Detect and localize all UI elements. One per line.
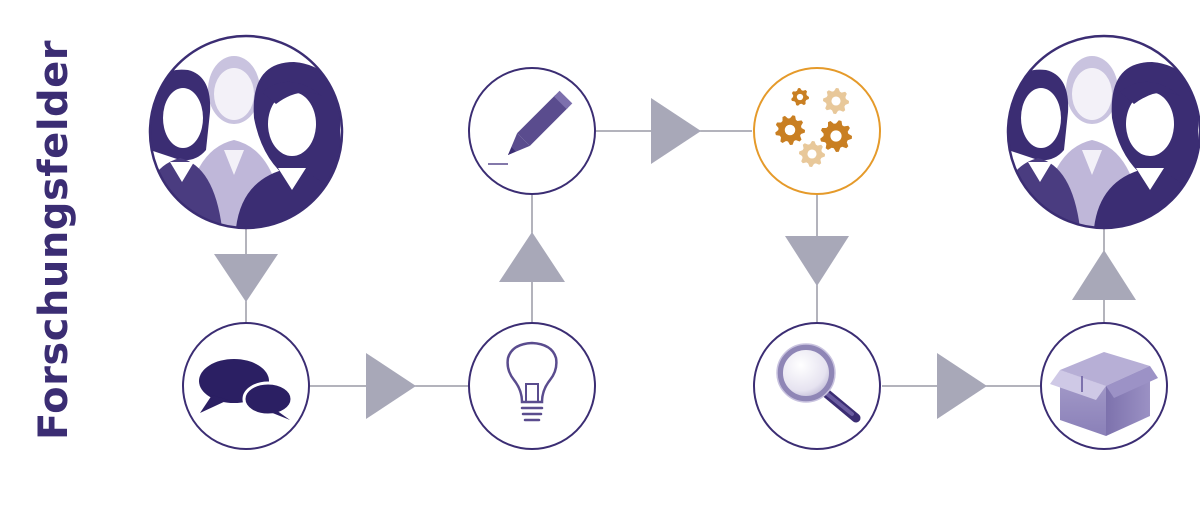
gears-icon xyxy=(775,88,852,167)
node-process xyxy=(753,67,881,195)
arrow-down-2 xyxy=(785,236,849,286)
node-analysis xyxy=(753,322,881,450)
flow-arrows xyxy=(214,98,1136,419)
node-idea xyxy=(468,322,596,450)
pencil-icon xyxy=(488,90,573,165)
arrow-right-1 xyxy=(366,353,416,419)
node-people-end xyxy=(1006,34,1200,230)
people-group-icon xyxy=(150,36,342,228)
node-discussion xyxy=(182,322,310,450)
connector-lines xyxy=(245,130,1105,387)
arrow-down-1 xyxy=(214,254,278,302)
magnifier-icon xyxy=(776,343,861,423)
arrow-up-1 xyxy=(499,232,565,282)
speech-bubbles-icon xyxy=(199,359,294,420)
arrow-right-2 xyxy=(651,98,701,164)
arrow-up-2 xyxy=(1072,250,1136,300)
node-product xyxy=(1040,322,1168,450)
node-people-start xyxy=(148,34,344,230)
box-icon xyxy=(1050,352,1158,436)
node-design xyxy=(468,67,596,195)
people-group-icon xyxy=(1008,36,1200,228)
lightbulb-icon xyxy=(506,341,558,422)
arrow-right-3 xyxy=(937,353,987,419)
